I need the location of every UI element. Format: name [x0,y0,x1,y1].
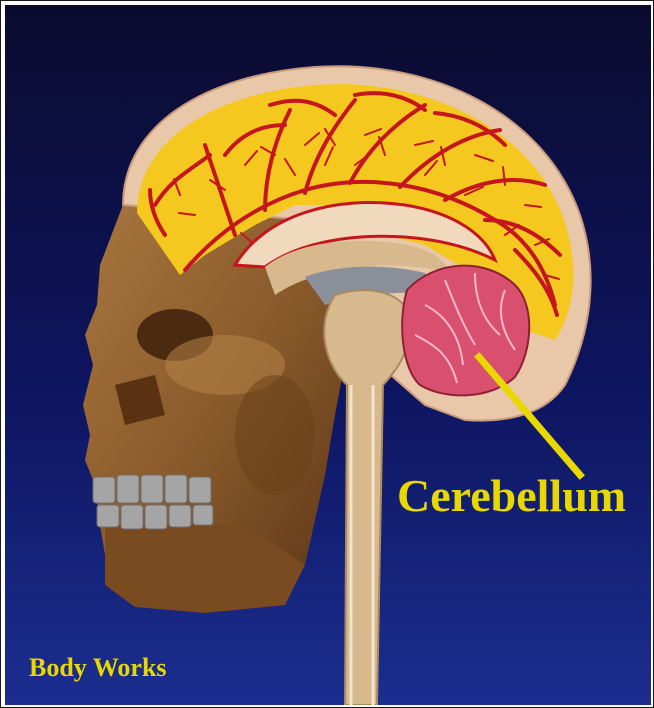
brain-sagittal-illustration [5,5,651,705]
cerebellum [402,266,529,396]
credit-label: Body Works [29,655,167,681]
illustration-background: Cerebellum Body Works [5,5,651,705]
teeth [93,475,213,529]
cerebellum-label: Cerebellum [397,473,626,519]
